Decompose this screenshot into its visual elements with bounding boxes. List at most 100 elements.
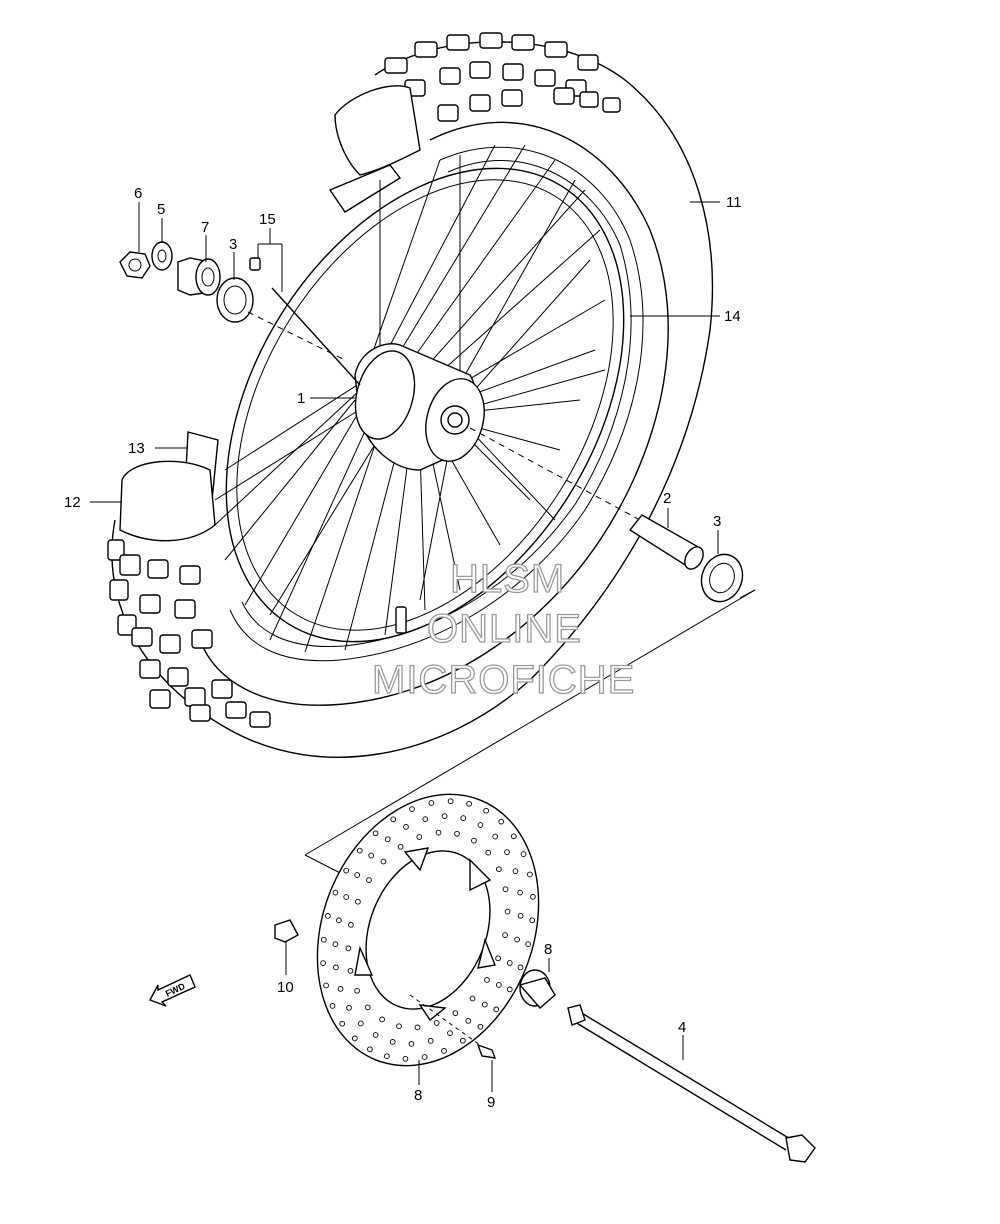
rim	[225, 167, 625, 643]
callout-6: 6	[134, 185, 142, 202]
disc-hole	[421, 1054, 428, 1060]
disc-hole	[339, 1020, 346, 1027]
callout-10: 10	[277, 979, 294, 996]
tire	[107, 32, 714, 758]
disc-hole	[320, 936, 327, 943]
disc-hole	[351, 1035, 358, 1042]
disc-hole	[517, 964, 524, 971]
callout-9: 9	[487, 1094, 495, 1111]
disc-hole	[408, 1041, 415, 1047]
disc-hole	[422, 816, 429, 822]
callout-11: 11	[726, 194, 742, 211]
disc-hole	[355, 898, 361, 905]
disc-hole	[495, 982, 502, 988]
tread-top	[384, 32, 621, 122]
disc-hole	[481, 1001, 488, 1008]
spacer-7	[177, 257, 221, 296]
disc-hole	[384, 1053, 390, 1060]
bearing-3-left	[216, 277, 254, 323]
hub	[354, 343, 485, 471]
disc-hole	[416, 834, 423, 840]
disc-hole	[433, 1020, 440, 1026]
disc-hole	[396, 1023, 402, 1030]
callout-7: 7	[201, 219, 209, 236]
disc-hole	[320, 960, 326, 966]
disc-hole	[389, 1039, 396, 1045]
disc-hole	[372, 830, 379, 837]
disc-hole	[504, 908, 511, 915]
disc-hole	[397, 843, 404, 850]
disc-hole	[329, 1003, 336, 1009]
bearing-3-right	[700, 553, 744, 603]
disc-hole	[525, 941, 531, 947]
watermark: HLSM ONLINE MICROFICHE	[371, 556, 635, 702]
disc-hole	[368, 852, 375, 859]
disc-hole	[447, 798, 454, 805]
collar-2	[628, 514, 704, 570]
callout-3-left: 3	[229, 236, 237, 253]
disc-hole	[454, 830, 460, 837]
group-outline	[304, 589, 756, 856]
disc-hole	[332, 941, 339, 948]
disc-hole	[390, 816, 397, 823]
disc-hole	[336, 917, 342, 924]
disc-hole	[530, 894, 536, 900]
disc-hole	[520, 851, 527, 857]
nut-6	[119, 251, 151, 279]
disc-hole	[354, 987, 360, 994]
callout-15: 15	[259, 211, 276, 228]
watermark-line-3: MICROFICHE	[372, 658, 635, 702]
fwd-arrow-icon: FWD	[149, 974, 196, 1007]
callout-8-disc: 8	[414, 1087, 422, 1104]
disc-hole	[345, 945, 352, 952]
disc-hole	[343, 894, 350, 900]
disc-hole	[492, 833, 499, 840]
disc-hole	[510, 833, 517, 840]
spacer-8	[518, 969, 556, 1009]
disc-hole	[356, 847, 363, 854]
disc-hole	[354, 872, 361, 878]
disc-hole	[496, 866, 502, 873]
disc-hole	[347, 967, 354, 974]
disc-hole	[380, 858, 387, 865]
disc-hole	[441, 1048, 447, 1054]
disc-hole	[466, 800, 472, 807]
disc-hole	[502, 886, 509, 893]
disc-hole	[414, 1024, 421, 1031]
disc-hole	[323, 982, 329, 989]
disc-hole	[465, 1017, 472, 1024]
callout-1: 1	[297, 390, 305, 407]
disc-holes	[320, 798, 536, 1062]
disc-hole	[435, 829, 442, 836]
disc-hole	[498, 818, 505, 825]
disc-hole	[512, 868, 519, 874]
disc-hole	[493, 1006, 500, 1013]
disc-hole	[502, 932, 508, 938]
disc-hole	[506, 960, 513, 966]
disc-hole	[485, 849, 492, 856]
disc-hole	[527, 871, 533, 878]
disc-hole	[452, 1010, 459, 1017]
disc-hole	[517, 912, 524, 919]
callout-4: 4	[678, 1019, 686, 1036]
disc-hole	[402, 1055, 409, 1062]
callout-5: 5	[157, 201, 165, 218]
disc-hole	[506, 986, 513, 993]
disc-hole	[409, 806, 415, 812]
disc-hole	[477, 822, 484, 828]
axle-4	[567, 1004, 816, 1163]
disc-hole	[484, 977, 490, 983]
callout-12: 12	[64, 494, 81, 511]
callout-13: 13	[128, 440, 145, 457]
disc-hole	[364, 1004, 371, 1011]
disc-hole	[346, 1005, 352, 1011]
disc-hole	[469, 995, 476, 1002]
watermark-line-1: HLSM	[450, 557, 565, 601]
tube-cutaway-top	[328, 85, 421, 213]
disc-hole	[357, 1020, 364, 1027]
callout-8-spacer: 8	[544, 941, 552, 958]
disc-hole	[517, 889, 523, 896]
disc-hole	[332, 889, 339, 896]
brake-disc	[316, 793, 540, 1067]
callout-3-right: 3	[713, 513, 721, 530]
